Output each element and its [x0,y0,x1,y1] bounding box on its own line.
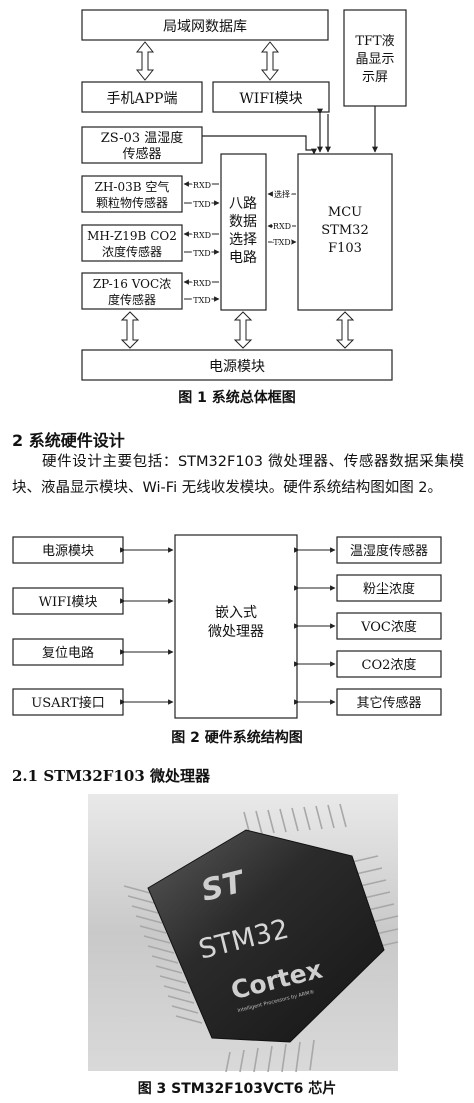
zs03-mcu-link [202,135,317,155]
right-links [294,547,336,705]
figure2-diagram: 嵌入式 微处理器 电源模块 WIFI模块 复位电路 USART接口 温湿度传感器… [12,534,442,719]
figure3-caption: 图 3 STM32F103VCT6 芯片 [137,1081,337,1097]
right-block-co2 [336,650,442,678]
wifi-label: WIFI模块 [239,91,302,107]
zh03b-label-line1: ZH-03B 空气 [95,179,170,194]
figure1-diagram: 局域网数据库 TFT液 晶显示 示屏 手机APP端 WIFI模块 MCU STM… [81,9,407,381]
right-block-voc [336,612,442,640]
chip-body [147,829,385,1043]
figure2-caption: 图 2 硬件系统结构图 [171,730,303,746]
mcu-block [297,153,393,311]
left-block-usart [12,688,124,716]
mhz19b-block [81,224,183,262]
left-block-reset [12,638,124,666]
right-block-other-label: 其它传感器 [356,695,421,711]
section2-title: 2 系统硬件设计 [12,431,125,450]
power-block [81,349,393,381]
embedded-processor-line1: 嵌入式 [215,605,257,621]
chip-pins [123,803,399,1073]
mux-label-line2: 数据 [229,214,257,230]
zp16-label-line1: ZP-16 VOC浓 [93,277,171,291]
mux-block [220,153,267,311]
zh03b-block [81,175,183,213]
mux-label-line4: 电路 [229,250,257,266]
mcu-label-line2: STM32 [321,223,368,238]
database-label: 局域网数据库 [163,19,247,35]
txd-label-3: TXD [193,296,210,305]
left-block-wifi-label: WIFI模块 [39,595,98,610]
mux-label-line3: 选择 [229,232,257,248]
embedded-processor-line2: 微处理器 [208,624,264,640]
mhz19b-label-line1: MH-Z19B CO2 [87,229,177,243]
figure1-caption: 图 1 系统总体框图 [178,390,296,406]
left-block-reset-label: 复位电路 [42,645,94,661]
select-label: 选择 [274,189,290,199]
txd-label-mcu: TXD [273,238,290,247]
right-block-voc-label: VOC浓度 [360,619,417,635]
right-block-temp-humidity [336,536,442,564]
rxd-label-3: RXD [193,279,211,288]
right-block-temp-humidity-label: 温湿度传感器 [350,543,428,559]
txd-label-2: TXD [193,249,210,258]
rxd-label-1: RXD [193,181,211,190]
left-block-power-label: 电源模块 [42,544,94,559]
section2-paragraph: 硬件设计主要包括：STM32F103 微处理器、传感器数据采集模块、液晶显示模块… [12,454,464,496]
left-block-wifi [12,587,124,615]
tft-label-line1: TFT液 [355,34,394,49]
mcu-label-line1: MCU [328,205,362,220]
tft-block [343,9,407,107]
tft-label-line3: 示屏 [362,70,388,85]
rxd-label-mcu: RXD [273,222,291,231]
zs03-label-line1: ZS-03 温湿度 [101,130,183,146]
power-label: 电源模块 [209,359,265,375]
tft-label-line2: 晶显示 [355,52,394,67]
mhz19b-label-line2: 浓度传感器 [102,244,162,259]
mcu-label-line3: F103 [328,241,362,256]
figure3-chip-photo: ST STM32 Cortex Intelligent Processors b… [88,794,399,1073]
right-block-dust-label: 粉尘浓度 [363,581,415,597]
mux-mcu-links [267,191,297,245]
sensor-mux-links [183,181,220,302]
db-wifi-arrow [260,41,280,81]
zh03b-label-line2: 颗粒物传感器 [96,195,168,210]
zs03-block [81,126,203,164]
section21-title: 2.1 STM32F103 微处理器 [12,767,210,785]
right-block-dust [336,574,442,602]
database-block [81,9,329,41]
zp16-label-line2: 度传感器 [108,292,156,307]
left-block-power [12,536,124,564]
db-phone-arrow [135,41,155,81]
rxd-label-2: RXD [193,231,211,240]
right-block-co2-label: CO2浓度 [362,657,417,673]
power-arrows [120,311,355,349]
left-block-usart-label: USART接口 [31,695,104,711]
txd-label-1: TXD [193,200,210,209]
zs03-label-line2: 传感器 [122,146,161,162]
phone-app-label: 手机APP端 [107,91,178,107]
left-links [120,547,174,705]
wifi-block [212,81,330,113]
zp16-block [81,272,183,310]
mux-label-line1: 八路 [229,196,257,212]
embedded-processor-block [174,534,298,719]
phone-app-block [81,81,203,113]
right-block-other [336,688,442,716]
